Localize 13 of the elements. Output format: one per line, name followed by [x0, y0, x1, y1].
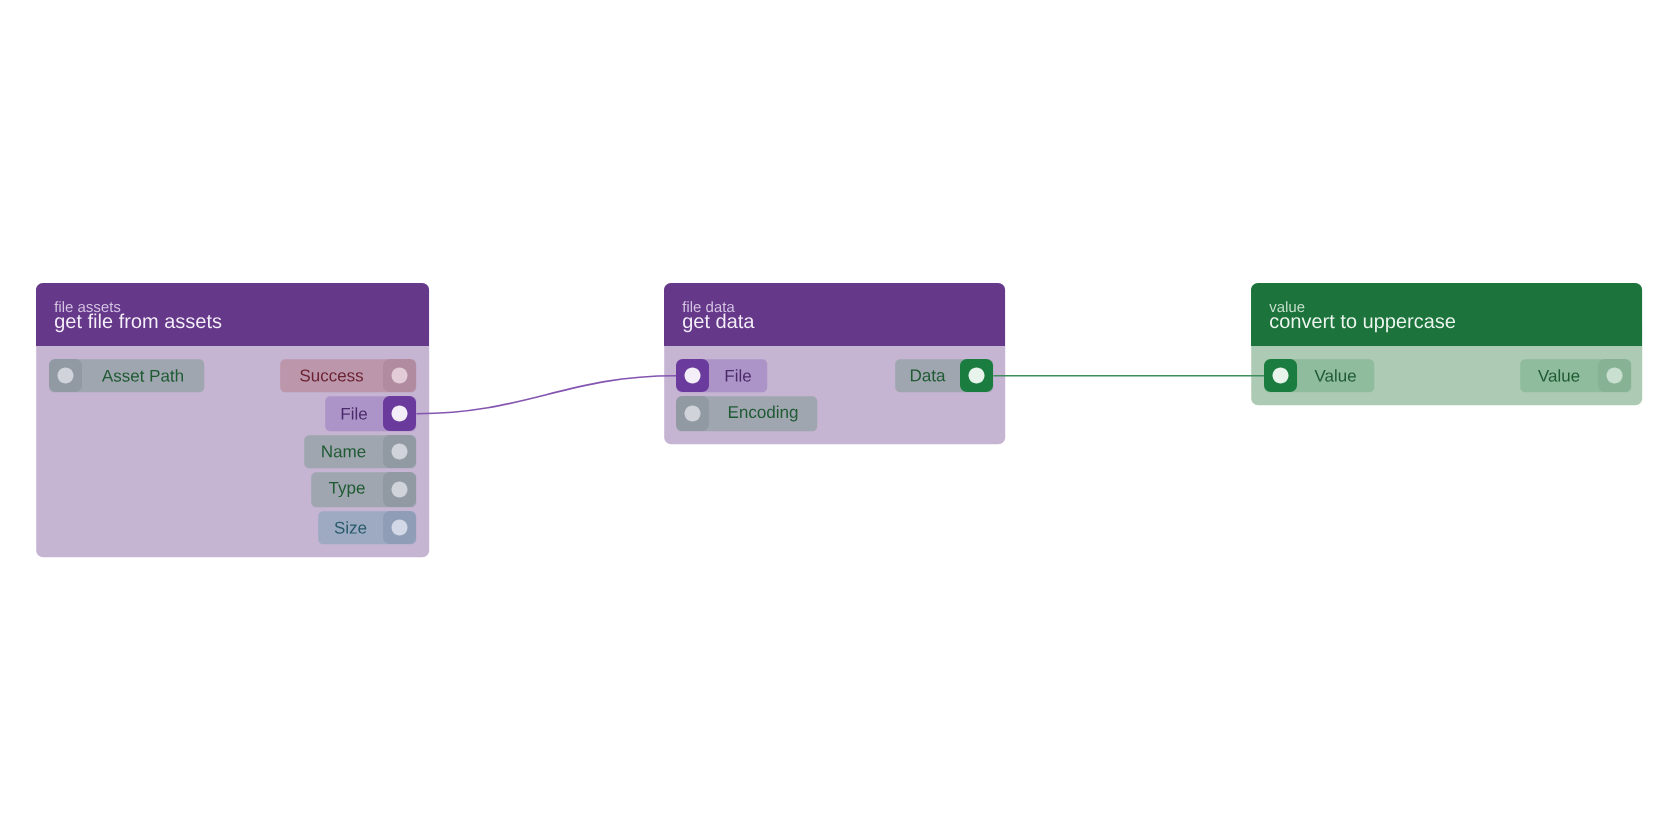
port-pill: Type: [311, 472, 417, 508]
port-pill: Size: [318, 511, 417, 545]
port-pill: Value: [1264, 359, 1375, 393]
port-pill: Data: [895, 359, 994, 393]
port-pill: Encoding: [676, 396, 818, 432]
port-pill: Success: [280, 359, 417, 393]
port-pill: File: [676, 359, 768, 393]
connector-line: [992, 374, 1265, 377]
connector-line: [415, 374, 677, 415]
port-pill: Name: [304, 435, 417, 469]
port-pill: File: [325, 396, 417, 432]
port-pill: Asset Path: [49, 359, 205, 393]
port-pill: Value: [1520, 359, 1632, 393]
